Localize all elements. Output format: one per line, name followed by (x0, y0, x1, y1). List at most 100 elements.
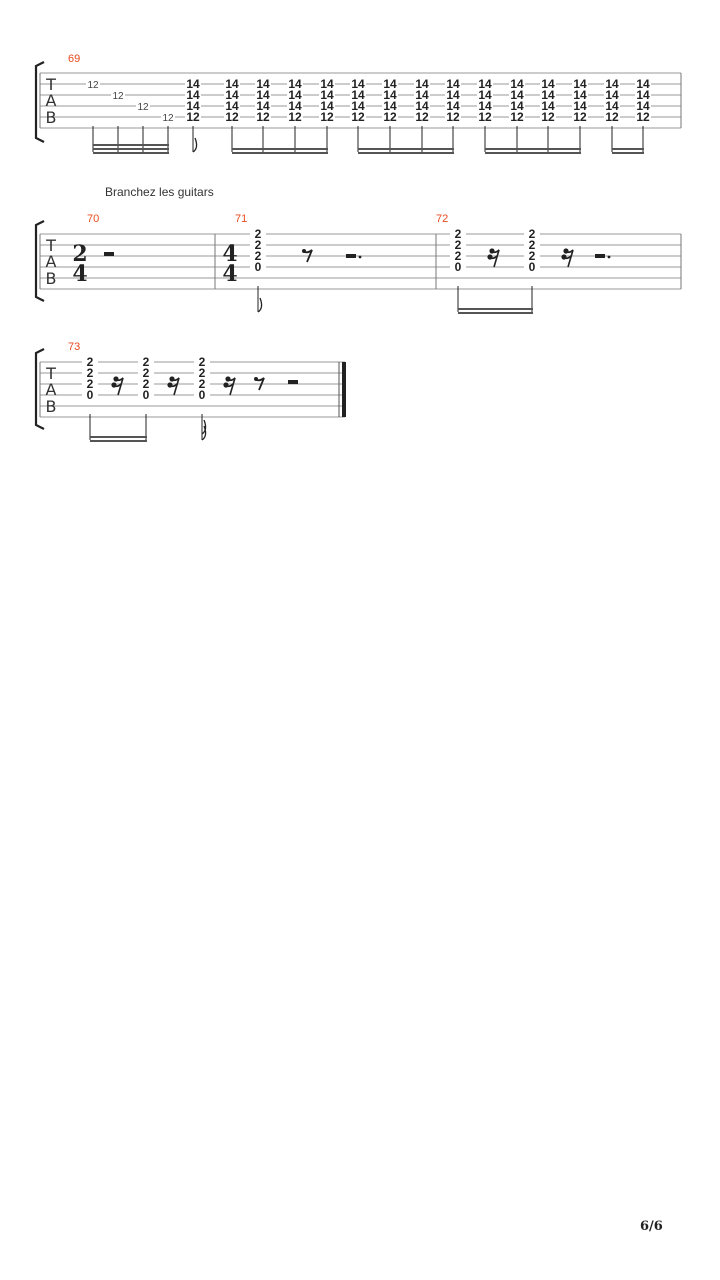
fret-bg (82, 390, 98, 400)
fret-number: 14 (478, 99, 492, 113)
fret-bg (250, 229, 266, 239)
fret-bg (540, 79, 556, 89)
tab-clef-a: A (46, 380, 57, 399)
beam (612, 148, 644, 150)
fret-bg (509, 79, 525, 89)
fret-bg (194, 390, 210, 400)
fret-number: 14 (573, 88, 587, 102)
fret-number: 2 (87, 366, 94, 380)
fret-number: 14 (636, 99, 650, 113)
fret-bg (445, 101, 461, 111)
fret-number: 14 (446, 77, 460, 91)
fret-number: 14 (541, 88, 555, 102)
tab-clef-t: T (45, 236, 56, 255)
fret-number: 14 (415, 77, 429, 91)
fret-bg (185, 101, 201, 111)
fret-number: 12 (225, 110, 239, 124)
tab-clef-b: B (46, 397, 57, 416)
fret-number: 14 (605, 88, 619, 102)
fret-number: 14 (288, 88, 302, 102)
sixteenth-rest (111, 376, 124, 396)
note-flag (257, 297, 263, 313)
fret-number: 14 (605, 77, 619, 91)
fret-bg (477, 79, 493, 89)
fret-number: 14 (605, 99, 619, 113)
beam (232, 148, 328, 150)
tab-clef: T A B (45, 236, 56, 288)
fret-bg (350, 90, 366, 100)
fret-number: 14 (320, 99, 334, 113)
fret-bg (287, 112, 303, 122)
sixteenth-rest (223, 376, 236, 396)
half-rest (288, 380, 298, 384)
fret-bg (604, 79, 620, 89)
fret-number: 12 (256, 110, 270, 124)
fret-bg (350, 79, 366, 89)
beam (90, 436, 147, 438)
time-sig-denominator: 4 (222, 261, 237, 287)
fret-number: 14 (186, 77, 200, 91)
rest-dot (607, 255, 611, 259)
fret-bg (194, 357, 210, 367)
fret-number: 14 (478, 88, 492, 102)
fret-bg (136, 101, 150, 111)
system-bracket (34, 348, 45, 430)
fret-number: 2 (199, 377, 206, 391)
fret-number: 14 (541, 77, 555, 91)
eighth-rest-dot (302, 249, 306, 253)
fret-number: 2 (143, 366, 150, 380)
fret-bg (319, 101, 335, 111)
fret-bg (138, 379, 154, 389)
fret-number: 14 (415, 99, 429, 113)
fret-number: 14 (383, 99, 397, 113)
fret-bg (540, 112, 556, 122)
fret-bg (450, 251, 466, 261)
tab-clef-b: B (46, 108, 57, 127)
fret-number: 14 (256, 99, 270, 113)
fret-number: 2 (529, 227, 536, 241)
rest-dot (358, 255, 362, 259)
dotted-half-rest (346, 254, 356, 258)
fret-bg (287, 101, 303, 111)
fret-number: 14 (383, 88, 397, 102)
fret-bg (572, 101, 588, 111)
measure-69-notes: 1212121214141412141414121414141214141412… (86, 77, 651, 154)
fret-bg (161, 112, 175, 122)
fret-number: 14 (446, 88, 460, 102)
fret-number: 2 (255, 249, 262, 263)
fret-bg (185, 112, 201, 122)
fret-bg (450, 229, 466, 239)
fret-number: 2 (529, 249, 536, 263)
fret-number: 14 (225, 99, 239, 113)
fret-bg (250, 262, 266, 272)
fret-number: 2 (529, 238, 536, 252)
fret-number: 0 (255, 260, 262, 274)
note-flag (201, 425, 207, 441)
fret-bg (319, 112, 335, 122)
fret-number: 2 (455, 238, 462, 252)
fret-bg (604, 90, 620, 100)
fret-bg (604, 101, 620, 111)
system-1: T A B 69 1212121214141412141414121414141… (34, 53, 682, 154)
fret-bg (524, 240, 540, 250)
fret-number: 2 (87, 377, 94, 391)
measure-number: 71 (235, 213, 247, 225)
fret-number: 14 (288, 77, 302, 91)
fret-number: 14 (636, 88, 650, 102)
fret-bg (350, 112, 366, 122)
fret-number: 2 (87, 355, 94, 369)
fret-number: 12 (87, 80, 99, 91)
fret-number: 2 (143, 355, 150, 369)
fret-bg (414, 90, 430, 100)
fret-bg (477, 90, 493, 100)
text-direction: Branchez les guitars (105, 185, 214, 199)
fret-bg (224, 101, 240, 111)
measure-number: 70 (87, 213, 99, 225)
fret-bg (224, 112, 240, 122)
fret-bg (138, 390, 154, 400)
fret-number: 12 (137, 102, 149, 113)
tab-clef: T A B (45, 364, 56, 416)
